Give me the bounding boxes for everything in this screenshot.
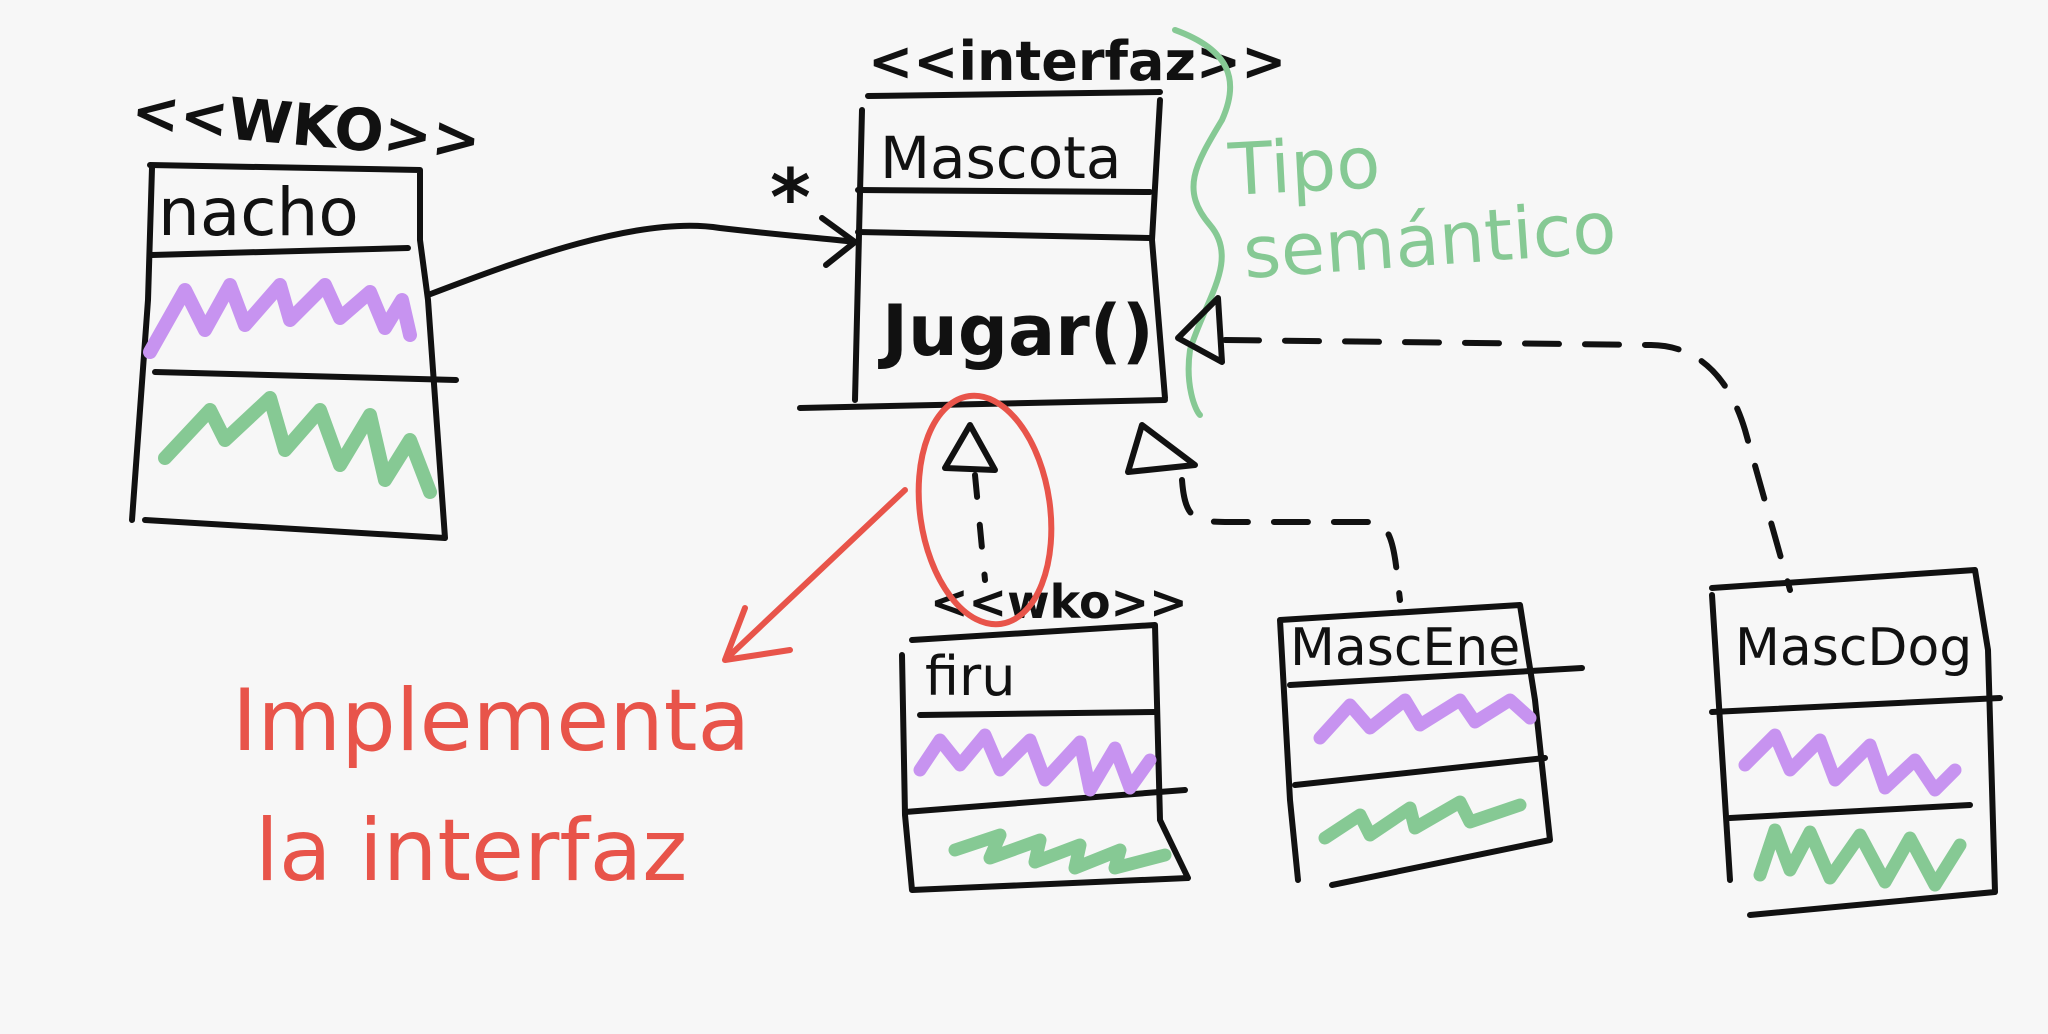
mascdog-name: MascDog <box>1735 618 1972 678</box>
mascene-box: MascEne <box>1277 602 1585 888</box>
mascene-realization-triangle <box>1125 422 1198 475</box>
mascota-name: Mascota <box>880 124 1121 192</box>
mascene-realization-line <box>1179 477 1403 603</box>
mascota-divider-1 <box>855 187 1153 195</box>
mascota-method: Jugar() <box>878 290 1154 372</box>
mascdog-divider-1 <box>1709 695 2003 715</box>
implements-line-1: Implementa <box>232 671 750 771</box>
mascene-divider-1 <box>1287 665 1585 688</box>
mascdog-methods-scribble <box>1753 823 1967 892</box>
mascdog-box: MascDog <box>1709 567 2003 918</box>
firu-box: <<wko>> firu <box>899 575 1191 893</box>
mascdog-divider-2 <box>1727 802 1973 821</box>
mascene-attributes-scribble <box>1313 693 1537 745</box>
mascene-methods-scribble <box>1318 795 1527 845</box>
mascene-name: MascEne <box>1290 618 1520 678</box>
firu-realization-triangle <box>942 422 998 473</box>
implements-line-2: la interfaz <box>255 801 687 901</box>
mascdog-realization-arrow <box>1175 295 1793 593</box>
firu-divider-2 <box>902 787 1188 815</box>
nacho-divider-1 <box>149 245 411 258</box>
firu-methods-scribble <box>948 828 1172 875</box>
firu-realization-arrow <box>942 422 998 583</box>
implements-pointer-arrow <box>722 487 908 663</box>
semantic-type-line-1: Tipo <box>1225 120 1382 212</box>
association-multiplicity: * <box>770 154 811 244</box>
mascdog-realization-line <box>1222 337 1793 593</box>
implements-note: Implementa la interfaz <box>232 392 1055 901</box>
implements-highlight-circle <box>915 392 1055 628</box>
firu-divider-1 <box>917 709 1158 718</box>
mascdog-realization-triangle <box>1175 295 1225 365</box>
mascota-top-line <box>865 89 1163 99</box>
firu-attributes-scribble <box>913 728 1157 797</box>
mascdog-outline <box>1709 567 1998 918</box>
semantic-type-brace <box>1172 27 1234 418</box>
mascene-divider-2 <box>1292 755 1548 788</box>
nacho-stereotype: <<WKO>> <box>129 76 484 174</box>
firu-realization-line <box>972 472 988 583</box>
nacho-name: nacho <box>158 174 359 251</box>
nacho-methods-scribble <box>158 391 437 499</box>
firu-stereotype: <<wko>> <box>930 575 1188 629</box>
mascota-stereotype: <<interfaz>> <box>868 30 1286 93</box>
nacho-box: <<WKO>> nacho <box>129 76 484 541</box>
mascdog-attributes-scribble <box>1738 728 1962 797</box>
nacho-attributes-scribble <box>143 278 417 359</box>
mascene-realization-arrow <box>1125 422 1403 603</box>
association-arrow: * <box>425 154 858 298</box>
mascota-divider-2 <box>855 229 1153 241</box>
firu-name: firu <box>925 645 1015 708</box>
association-arrowhead <box>819 215 858 268</box>
nacho-divider-2 <box>152 369 459 383</box>
mascota-box: <<interfaz>> Mascota Jugar() <box>797 30 1286 411</box>
mascene-outline <box>1277 602 1553 888</box>
association-line <box>425 222 858 298</box>
